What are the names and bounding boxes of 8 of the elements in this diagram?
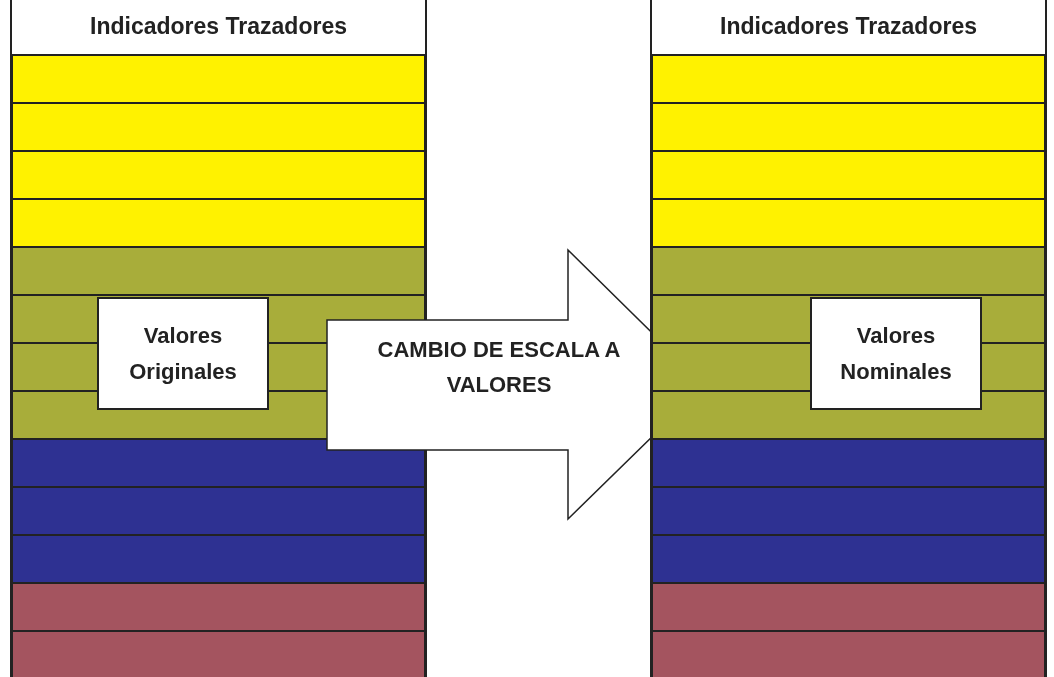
box-label: Valores Originales xyxy=(128,322,238,386)
column-header: Indicadores Trazadores xyxy=(719,12,978,41)
box-label: Valores Nominales xyxy=(839,322,953,386)
column-header: Indicadores Trazadores xyxy=(89,12,348,41)
arrow-label: CAMBIO DE ESCALA A VALORES xyxy=(376,336,622,400)
indicator-column xyxy=(650,0,1047,677)
value-box xyxy=(810,297,982,410)
value-box xyxy=(97,297,269,410)
